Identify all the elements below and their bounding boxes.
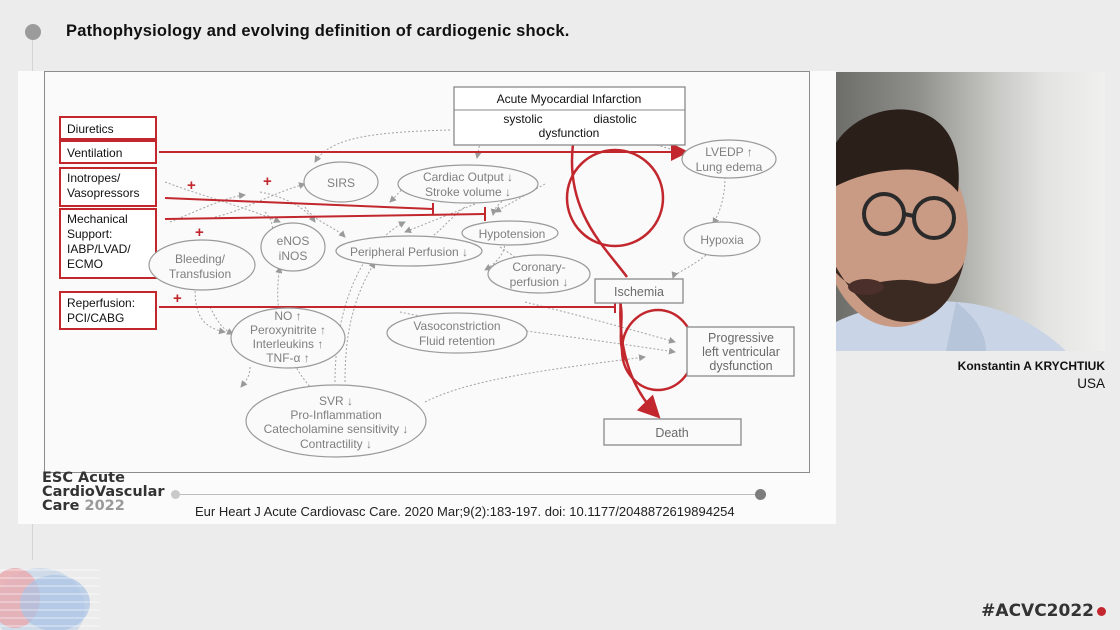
svg-text:Peroxynitrite ↑: Peroxynitrite ↑: [250, 323, 326, 337]
divider-dot: [171, 490, 180, 499]
sirs-label: SIRS: [327, 176, 355, 190]
ami-box: Acute Myocardial Infarction systolic dia…: [453, 86, 686, 146]
vasoconstriction-label: Vasoconstriction: [413, 319, 500, 333]
hypotension-label: Hypotension: [479, 227, 546, 241]
slide-panel: + + + + Diuretics Ventilation Inotropes/…: [18, 71, 836, 524]
cardiac-output-label: Cardiac Output ↓: [423, 170, 513, 184]
ventilation-label: Ventilation: [67, 146, 122, 160]
svg-text:dysfunction: dysfunction: [709, 359, 772, 373]
svg-text:ECMO: ECMO: [67, 257, 103, 271]
svg-text:perfusion ↓: perfusion ↓: [510, 275, 569, 289]
plus-signs: + + + +: [173, 173, 272, 307]
svg-text:Contractility ↓: Contractility ↓: [300, 437, 372, 451]
ischemia-label: Ischemia: [614, 285, 664, 299]
svg-text:Interleukins ↑: Interleukins ↑: [253, 337, 324, 351]
slide-title: Pathophysiology and evolving definition …: [66, 22, 570, 40]
divider-dot: [755, 489, 766, 500]
svg-text:iNOS: iNOS: [279, 249, 308, 263]
diuretics-label: Diuretics: [67, 122, 114, 136]
speaker-video: [836, 72, 1105, 351]
coronary-perfusion-label: Coronary-: [512, 260, 565, 274]
progressive-lv-dysfunction-label: Progressive: [708, 331, 774, 345]
svg-text:Lung edema: Lung edema: [696, 160, 763, 174]
svg-text:PCI/CABG: PCI/CABG: [67, 311, 124, 325]
hypoxia-label: Hypoxia: [700, 233, 744, 247]
plus-sign: +: [195, 224, 204, 241]
intervention-lines: [159, 151, 685, 313]
svg-text:Pro-Inflammation: Pro-Inflammation: [290, 408, 381, 422]
no-group-label: NO ↑: [274, 309, 301, 323]
lvedp-label: LVEDP ↑: [705, 145, 753, 159]
svg-text:dysfunction: dysfunction: [539, 126, 600, 140]
speaker-avatar: [836, 109, 1066, 351]
plus-sign: +: [173, 290, 182, 307]
death-label: Death: [655, 426, 688, 440]
svg-text:diastolic: diastolic: [593, 112, 636, 126]
svg-text:Transfusion: Transfusion: [169, 267, 231, 281]
svg-text:systolic: systolic: [503, 112, 542, 126]
speaker-country: USA: [1077, 376, 1105, 391]
citation-text: Eur Heart J Acute Cardiovasc Care. 2020 …: [195, 504, 735, 519]
peripheral-perfusion-label: Peripheral Perfusion ↓: [350, 245, 468, 259]
bleeding-label: Bleeding/: [175, 252, 226, 266]
svg-text:Fluid retention: Fluid retention: [419, 334, 495, 348]
ami-title: Acute Myocardial Infarction: [497, 92, 642, 106]
svg-text:Support:: Support:: [67, 227, 112, 241]
plus-sign: +: [187, 177, 196, 194]
decorative-corner-art: [0, 568, 100, 630]
conference-hashtag: #ACVC2022: [981, 601, 1094, 621]
inotropes-label: Inotropes/: [67, 171, 121, 185]
svg-text:Vasopressors: Vasopressors: [67, 186, 139, 200]
svg-text:TNF-α ↑: TNF-α ↑: [266, 351, 310, 365]
mechanical-support-label: Mechanical: [67, 212, 128, 226]
speaker-name: Konstantin A KRYCHTIUK: [957, 359, 1105, 373]
hashtag-dot: [1097, 607, 1106, 616]
plus-sign: +: [263, 173, 272, 190]
conference-logo: ESC Acute CardioVascular Care 2022: [42, 470, 165, 514]
pathophysiology-diagram: + + + + Diuretics Ventilation Inotropes/…: [59, 86, 795, 458]
title-bullet-dot: [25, 24, 41, 40]
rect-nodes: [594, 278, 795, 446]
svg-text:Stroke volume ↓: Stroke volume ↓: [425, 185, 511, 199]
diagram-frame: + + + + Diuretics Ventilation Inotropes/…: [44, 71, 810, 473]
citation-divider: [175, 494, 760, 495]
svg-text:left ventricular: left ventricular: [702, 345, 780, 359]
ellipse-nodes: [148, 139, 777, 458]
svr-label: SVR ↓: [319, 394, 353, 408]
reperfusion-label: Reperfusion:: [67, 296, 135, 310]
enos-label: eNOS: [277, 234, 310, 248]
intervention-boxes: [59, 116, 157, 330]
svg-text:IABP/LVAD/: IABP/LVAD/: [67, 242, 131, 256]
svg-text:Catecholamine sensitivity ↓: Catecholamine sensitivity ↓: [264, 422, 409, 436]
